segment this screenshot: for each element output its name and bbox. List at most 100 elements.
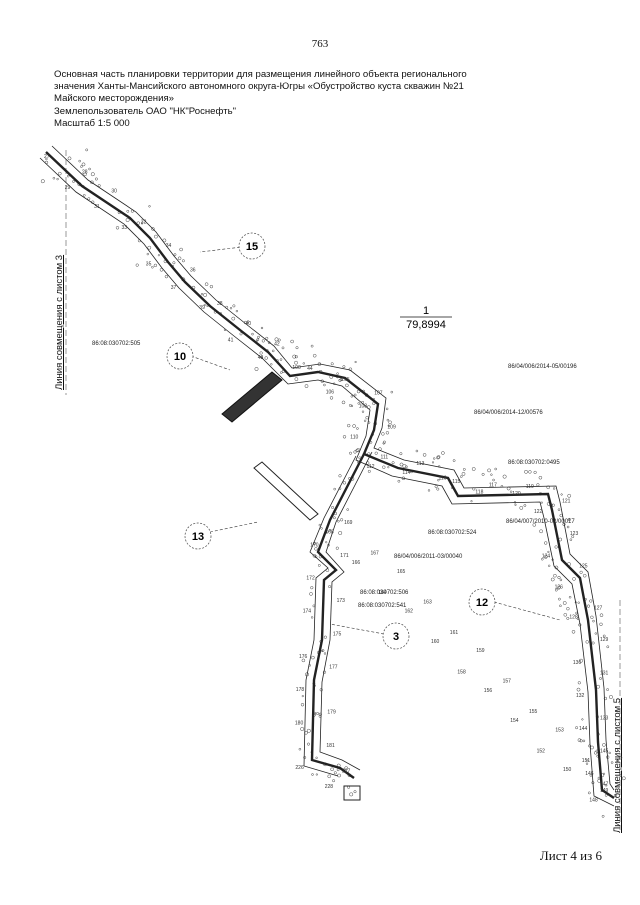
point-label: 118 [475, 489, 483, 495]
point-label: 39 [199, 305, 205, 311]
point-label: 176 [299, 654, 308, 660]
point-label: 38 [217, 301, 223, 307]
svg-text:86:08:030702:505: 86:08:030702:505 [92, 341, 141, 347]
access-road-object [253, 461, 319, 521]
point-label: 30 [111, 188, 117, 194]
point-label: 113 [416, 461, 424, 467]
svg-text:86/04/006/2011-03/00040: 86/04/006/2011-03/00040 [394, 554, 463, 560]
svg-text:86:08:030702:524: 86:08:030702:524 [428, 530, 477, 536]
point-label: 129 [600, 637, 609, 643]
point-label: 227 [342, 769, 351, 775]
point-label: 177 [329, 664, 338, 670]
point-label: 153 [555, 727, 564, 733]
point-label: 32 [141, 220, 147, 226]
point-label: 171 [340, 553, 349, 559]
point-label: 124 [542, 554, 551, 560]
point-label: 145 [600, 749, 609, 755]
circle-label-15: 15 [238, 232, 266, 260]
point-label: 167 [371, 551, 380, 557]
point-label: 36 [190, 268, 196, 274]
point-label: 123 [570, 531, 579, 537]
point-label: 161 [450, 630, 459, 636]
point-label: 170 [310, 542, 319, 548]
point-label: 155 [529, 709, 538, 715]
point-label: 122 [534, 509, 543, 515]
point-label: 33 [122, 225, 128, 231]
header-title-line-2: значения Ханты-Мансийского автономного о… [54, 81, 464, 93]
point-label: 151 [582, 758, 591, 764]
point-label: 180 [295, 720, 304, 726]
point-label: 106 [326, 390, 335, 396]
parcel-number: 1 [423, 305, 429, 317]
leader-lines [190, 245, 561, 635]
svg-text:10: 10 [174, 351, 186, 363]
svg-text:3: 3 [393, 631, 399, 643]
point-label: 156 [484, 688, 493, 694]
header-title-line-3: Майского месторождения» [54, 93, 174, 105]
circle-label-12: 12 [468, 588, 496, 616]
parcel-area: 79,8994 [406, 319, 446, 331]
point-label: 110 [350, 435, 358, 441]
svg-text:15: 15 [246, 241, 258, 253]
point-label: 116 [439, 475, 447, 481]
point-label: 181 [326, 743, 335, 749]
point-label: 100 [292, 365, 301, 371]
point-label: 37 [171, 285, 177, 291]
point-label: 179 [327, 710, 336, 716]
point-label: 130 [573, 660, 582, 666]
point-label: 178 [296, 687, 305, 693]
point-label: 111 [381, 455, 389, 461]
point-label: 168 [325, 529, 334, 535]
point-label: 133 [600, 716, 609, 722]
point-label: 121 [562, 499, 571, 505]
header-title-line-1: Основная часть планировки территории для… [54, 69, 467, 80]
svg-text:86/04/007/2010-02/00017: 86/04/007/2010-02/00017 [506, 519, 575, 525]
point-label: 163 [423, 599, 432, 605]
svg-text:86/04/006/2014-05/00196: 86/04/006/2014-05/00196 [508, 364, 577, 370]
point-label: 119 [526, 484, 534, 490]
point-label: 147 [600, 781, 609, 787]
point-label: 44 [307, 366, 313, 372]
circle-label-13: 13 [184, 522, 212, 550]
point-label: 120 [512, 491, 521, 497]
svg-text:86:08:030702:506: 86:08:030702:506 [360, 590, 409, 596]
point-label: 157 [503, 679, 512, 685]
point-label: 117 [489, 482, 497, 488]
point-label: 164 [378, 590, 387, 596]
svg-text:13: 13 [192, 531, 204, 543]
point-label: 27 [44, 154, 50, 160]
point-label: 43 [258, 355, 264, 361]
point-label: 109 [387, 425, 396, 431]
point-label: 152 [537, 749, 546, 755]
vegetation-dots [40, 148, 626, 818]
circle-label-3: 3 [382, 622, 410, 650]
point-label: 125 [579, 563, 588, 569]
point-label: 40 [246, 321, 252, 327]
point-label: 115 [452, 479, 460, 485]
point-label: 31 [94, 204, 100, 210]
point-label: 169 [344, 520, 353, 526]
well-pad-box [343, 785, 361, 801]
point-label: 150 [563, 767, 572, 773]
point-label: 174 [303, 609, 312, 615]
svg-text:12: 12 [476, 597, 488, 609]
point-label: 132 [576, 693, 585, 699]
parcel-label: 1 79,8994 [400, 305, 452, 331]
point-label: 108 [359, 403, 368, 409]
point-label: 105 [341, 377, 350, 383]
svg-text:86/04/006/2014-12/00576: 86/04/006/2014-12/00576 [474, 410, 543, 416]
point-label: 112 [367, 464, 375, 470]
point-label: 228 [325, 784, 334, 790]
svg-text:86:08:030702:541: 86:08:030702:541 [358, 603, 407, 609]
point-label: 166 [352, 560, 361, 566]
point-labels: 2728293031323334353637383940414243441001… [44, 154, 609, 804]
point-label: 127 [594, 606, 603, 612]
pad-object-10 [221, 371, 283, 423]
point-label: 34 [166, 243, 172, 249]
point-label: 35 [146, 261, 152, 267]
land-user: Землепользователь ОАО "НК"Роснефть" [54, 105, 236, 117]
point-label: 173 [337, 598, 346, 604]
point-label: 29 [65, 185, 71, 191]
